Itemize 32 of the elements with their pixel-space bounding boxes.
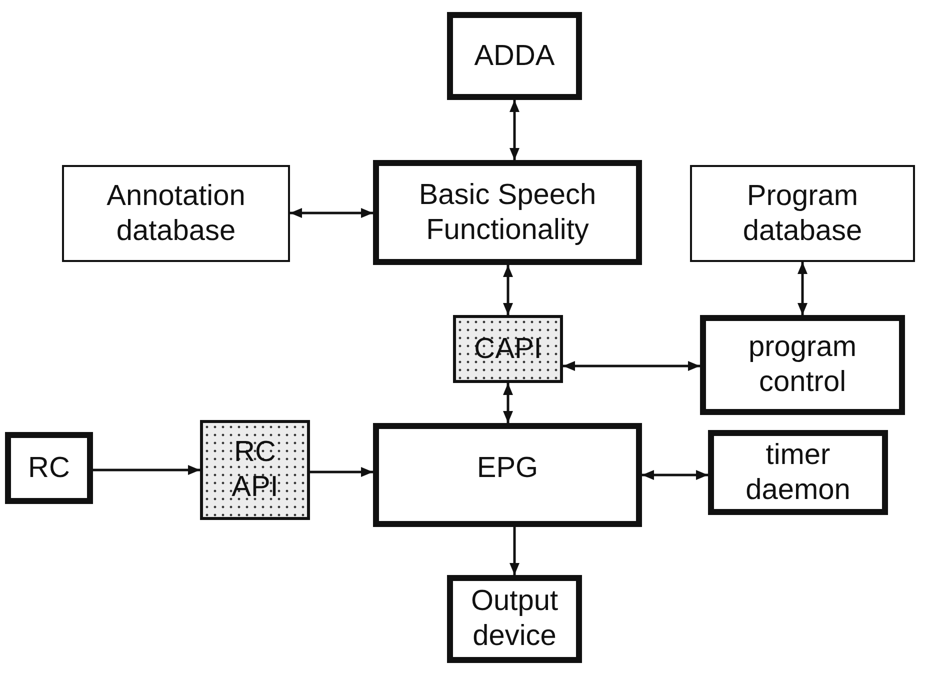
arrow	[563, 361, 700, 371]
module-box	[700, 315, 905, 415]
module-box	[5, 432, 93, 504]
node-label: Annotation database	[106, 178, 246, 248]
arrow	[93, 465, 200, 475]
node-label: ADDA	[473, 38, 556, 74]
node-label: Program database	[742, 178, 864, 248]
module-box	[62, 165, 290, 262]
module-box	[447, 12, 582, 100]
node-label: program control	[748, 330, 858, 400]
arrow	[642, 470, 708, 480]
node-label: RC	[27, 450, 71, 486]
arrow	[510, 527, 520, 575]
arrow	[503, 383, 513, 423]
arrow	[290, 208, 373, 218]
api-box	[200, 420, 310, 520]
node-label: timer daemon	[744, 438, 852, 508]
arrow	[798, 262, 808, 315]
arrow	[510, 100, 520, 160]
node-label: RC API	[230, 435, 280, 505]
node-label: CAPI	[473, 332, 543, 366]
arrow	[310, 467, 373, 477]
module-box	[373, 423, 642, 527]
arrow	[503, 265, 513, 315]
node-label: Basic Speech Functionality	[418, 178, 598, 248]
module-box	[447, 575, 582, 663]
module-box	[690, 165, 915, 262]
node-label: Output device	[470, 584, 560, 654]
module-box	[373, 160, 642, 265]
node-label: EPG	[476, 451, 540, 486]
module-box	[708, 430, 888, 515]
api-box	[453, 315, 563, 383]
